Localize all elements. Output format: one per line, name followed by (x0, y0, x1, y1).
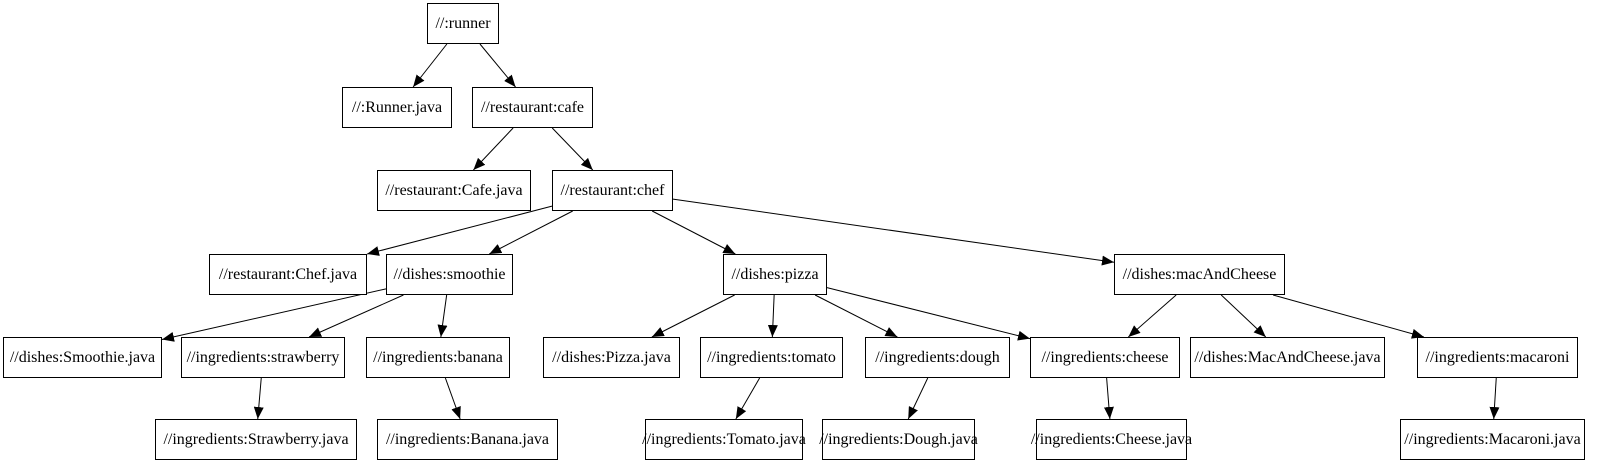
graph-node-label: //dishes:Pizza.java (552, 348, 671, 366)
graph-node-label: //ingredients:Banana.java (385, 430, 550, 448)
graph-node-label: //ingredients:Macaroni.java (1404, 430, 1581, 448)
graph-node-cafe: //restaurant:cafe (472, 87, 593, 128)
graph-edge-cheese-cheese_java (1103, 377, 1114, 420)
graph-node-label: //ingredients:banana (373, 348, 503, 366)
graph-node-strawberry: //ingredients:strawberry (181, 337, 345, 378)
graph-node-label: //ingredients:Tomato.java (642, 430, 806, 448)
graph-edge-cafe-cafe_java (473, 127, 514, 171)
graph-node-label: //dishes:smoothie (393, 265, 506, 283)
graph-node-banana: //ingredients:banana (366, 337, 510, 378)
graph-node-chef: //restaurant:chef (552, 170, 673, 211)
graph-edge-mac_and_cheese-mac_and_cheese_java (1220, 294, 1267, 338)
graph-edge-tomato-tomato_java (735, 377, 761, 420)
graph-node-strawberry_java: //ingredients:Strawberry.java (155, 419, 357, 460)
graph-edge-pizza-dough (814, 294, 898, 338)
graph-edge-smoothie-banana (437, 294, 448, 338)
graph-node-mac_and_cheese_java: //dishes:MacAndCheese.java (1190, 337, 1385, 378)
graph-node-cafe_java: //restaurant:Cafe.java (377, 170, 531, 211)
graph-node-tomato: //ingredients:tomato (700, 337, 843, 378)
graph-edge-pizza-cheese (826, 287, 1031, 341)
graph-node-label: //:Runner.java (351, 98, 443, 116)
graph-node-pizza_java: //dishes:Pizza.java (543, 337, 680, 378)
graph-edge-runner-runner_java (412, 43, 448, 88)
graph-node-label: //dishes:macAndCheese (1122, 265, 1277, 283)
graph-edge-chef-pizza (651, 210, 736, 255)
graph-edge-pizza-tomato (767, 294, 778, 338)
graph-node-label: //ingredients:strawberry (186, 348, 340, 366)
graph-node-label: //dishes:MacAndCheese.java (1194, 348, 1381, 366)
graph-node-label: //dishes:Smoothie.java (9, 348, 156, 366)
graph-node-banana_java: //ingredients:Banana.java (377, 419, 558, 460)
graph-node-label: //ingredients:cheese (1041, 348, 1169, 366)
graph-node-runner: //:runner (427, 3, 499, 44)
graph-node-label: //ingredients:Dough.java (819, 430, 978, 448)
graph-edge-chef-mac_and_cheese (672, 198, 1115, 266)
graph-edge-cafe-chef (551, 127, 594, 171)
graph-edge-mac_and_cheese-macaroni (1272, 294, 1425, 339)
graph-node-smoothie_java: //dishes:Smoothie.java (3, 337, 162, 378)
graph-node-label: //dishes:pizza (731, 265, 819, 283)
graph-node-cheese: //ingredients:cheese (1030, 337, 1180, 378)
graph-node-label: //ingredients:Strawberry.java (163, 430, 349, 448)
graph-edge-dough-dough_java (907, 377, 929, 420)
graph-edge-smoothie-smoothie_java (161, 288, 387, 342)
graph-edge-smoothie-strawberry (308, 294, 404, 338)
graph-edge-mac_and_cheese-cheese (1128, 294, 1177, 338)
graph-node-chef_java: //restaurant:Chef.java (209, 254, 367, 295)
graph-node-label: //ingredients:dough (875, 348, 1000, 366)
graph-edge-banana-banana_java (444, 377, 461, 420)
graph-node-label: //ingredients:tomato (707, 348, 836, 366)
graph-node-label: //ingredients:macaroni (1425, 348, 1570, 366)
graph-node-label: //restaurant:Chef.java (218, 265, 358, 283)
graph-node-pizza: //dishes:pizza (723, 254, 827, 295)
graph-node-macaroni_java: //ingredients:Macaroni.java (1400, 419, 1585, 460)
graph-edge-macaroni-macaroni_java (1489, 377, 1500, 420)
graph-node-label: //restaurant:cafe (480, 98, 585, 116)
graph-edge-chef-smoothie (489, 210, 573, 255)
graph-node-label: //restaurant:Cafe.java (385, 181, 523, 199)
graph-node-dough_java: //ingredients:Dough.java (819, 419, 978, 460)
graph-node-label: //ingredients:Cheese.java (1030, 430, 1193, 448)
graph-node-smoothie: //dishes:smoothie (386, 254, 513, 295)
graph-node-dough: //ingredients:dough (865, 337, 1010, 378)
graph-edge-runner-cafe (479, 43, 516, 88)
graph-node-label: //restaurant:chef (560, 181, 665, 199)
graph-node-runner_java: //:Runner.java (342, 87, 452, 128)
graph-node-label: //:runner (435, 14, 491, 32)
graph-node-cheese_java: //ingredients:Cheese.java (1031, 419, 1192, 460)
graph-edge-strawberry-strawberry_java (253, 377, 264, 420)
graph-edge-chef-chef_java (366, 205, 553, 256)
graph-node-mac_and_cheese: //dishes:macAndCheese (1114, 254, 1285, 295)
graph-edge-pizza-pizza_java (651, 294, 735, 338)
graph-node-tomato_java: //ingredients:Tomato.java (642, 419, 806, 460)
graph-node-macaroni: //ingredients:macaroni (1417, 337, 1578, 378)
